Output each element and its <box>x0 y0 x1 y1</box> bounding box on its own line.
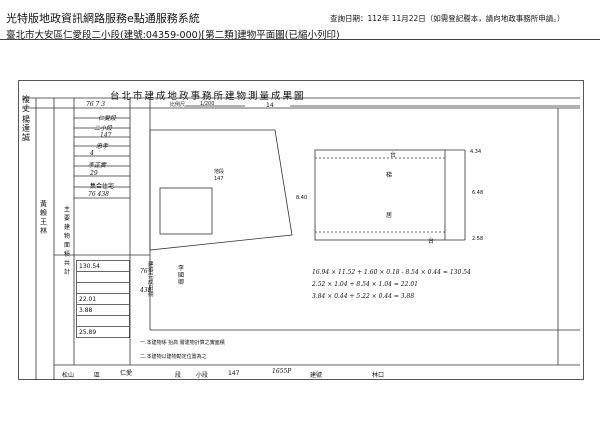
room-label-1: 梯 <box>386 172 393 179</box>
vertical-area-label: 主要建物面積共計 <box>64 206 71 276</box>
footer-district: 松山 <box>62 372 75 379</box>
owner-name: 李正實 <box>88 162 107 169</box>
formula-1: 16.94 × 11.52 + 1.60 × 0.18 - 8.54 × 0.4… <box>312 269 471 276</box>
footer-road-label: 建號 <box>310 372 323 379</box>
plan-frame <box>18 80 584 380</box>
dim-right-side: 6.48 <box>472 190 484 196</box>
formula-3: 3.84 × 0.44 + 5.22 × 0.44 = 3.88 <box>312 293 415 300</box>
door-number: 4 <box>90 150 94 157</box>
mid-code-2: 438 <box>140 287 152 294</box>
scale-value: 1/200 <box>200 101 215 107</box>
footer-handwritten: 1655P <box>272 368 292 375</box>
formula-2: 2.52 × 1.04 + 8.54 × 1.04 = 22.01 <box>312 281 418 288</box>
room-label-2: 居 <box>386 212 393 219</box>
floor-label-bottom: 台 <box>428 238 435 245</box>
floor-count: 29 <box>90 170 98 177</box>
surveyor-names: 黃賴王林 <box>40 200 47 235</box>
footer-section-label: 段 <box>175 372 182 379</box>
footer-bottom-right: 林口 <box>372 372 385 379</box>
building-use: 集合住宅 <box>90 183 115 190</box>
footer-district-label: 區 <box>94 372 101 379</box>
note-1: 一.本建物係 抬高 層建物計算之實面積 <box>140 340 225 346</box>
note-2: 二.本建物以建物勘定位置為之 <box>140 354 207 360</box>
lot-label: 地段 <box>214 169 225 175</box>
scale-label: 比例尺 <box>170 102 186 108</box>
road-name: 忠孝 <box>96 143 109 150</box>
dim-left-side: 8.40 <box>296 195 308 201</box>
document-subtitle: 臺北市大安區仁愛段二小段(建號:04359-000)[第二類]建物平面圖(已縮小… <box>6 30 340 41</box>
header-divider <box>0 39 600 40</box>
dim-top-right: 4.34 <box>470 149 482 155</box>
area-table: 130.54 22.01 3.88 25.89 <box>76 260 130 338</box>
footer-section: 仁愛 <box>120 370 133 377</box>
plan-title: 台北市建成地政事務所建物測量成果圖 <box>110 91 306 102</box>
dim-bottom-right: 2.58 <box>472 236 484 242</box>
lot-value: 147 <box>214 176 224 182</box>
query-date: 查詢日期：112年 11月22日（如需登記謄本，請向地政事務所申請。） <box>330 14 565 23</box>
mid-code-1: 76 <box>140 268 148 275</box>
floor-label-top: 台 <box>390 152 397 159</box>
area-cell: 25.89 <box>76 326 130 338</box>
completion-label: 建築完成日期 <box>148 262 154 298</box>
surveyor-stamp: 李國卿 <box>178 265 185 286</box>
lot-number: 147 <box>100 132 112 139</box>
section-name: 仁愛段 <box>98 115 117 122</box>
site-lot-outline <box>149 129 293 251</box>
north-value: 14 <box>266 102 274 109</box>
site-building <box>159 187 213 235</box>
stamp-label: 複丈 <box>22 95 30 113</box>
sub-section: 二小段 <box>94 125 113 132</box>
page-title: 光特版地政資訊網路服務e點通服務系統 <box>6 12 200 25</box>
footer-lot: 147 <box>228 370 240 377</box>
build-no: 76 7 3 <box>86 101 106 108</box>
floor-plan-outline <box>314 149 446 241</box>
footer-sub-label: 小段 <box>196 372 209 379</box>
total-code: 76 438 <box>88 191 109 198</box>
side-name: 楊達誠 <box>22 115 30 142</box>
